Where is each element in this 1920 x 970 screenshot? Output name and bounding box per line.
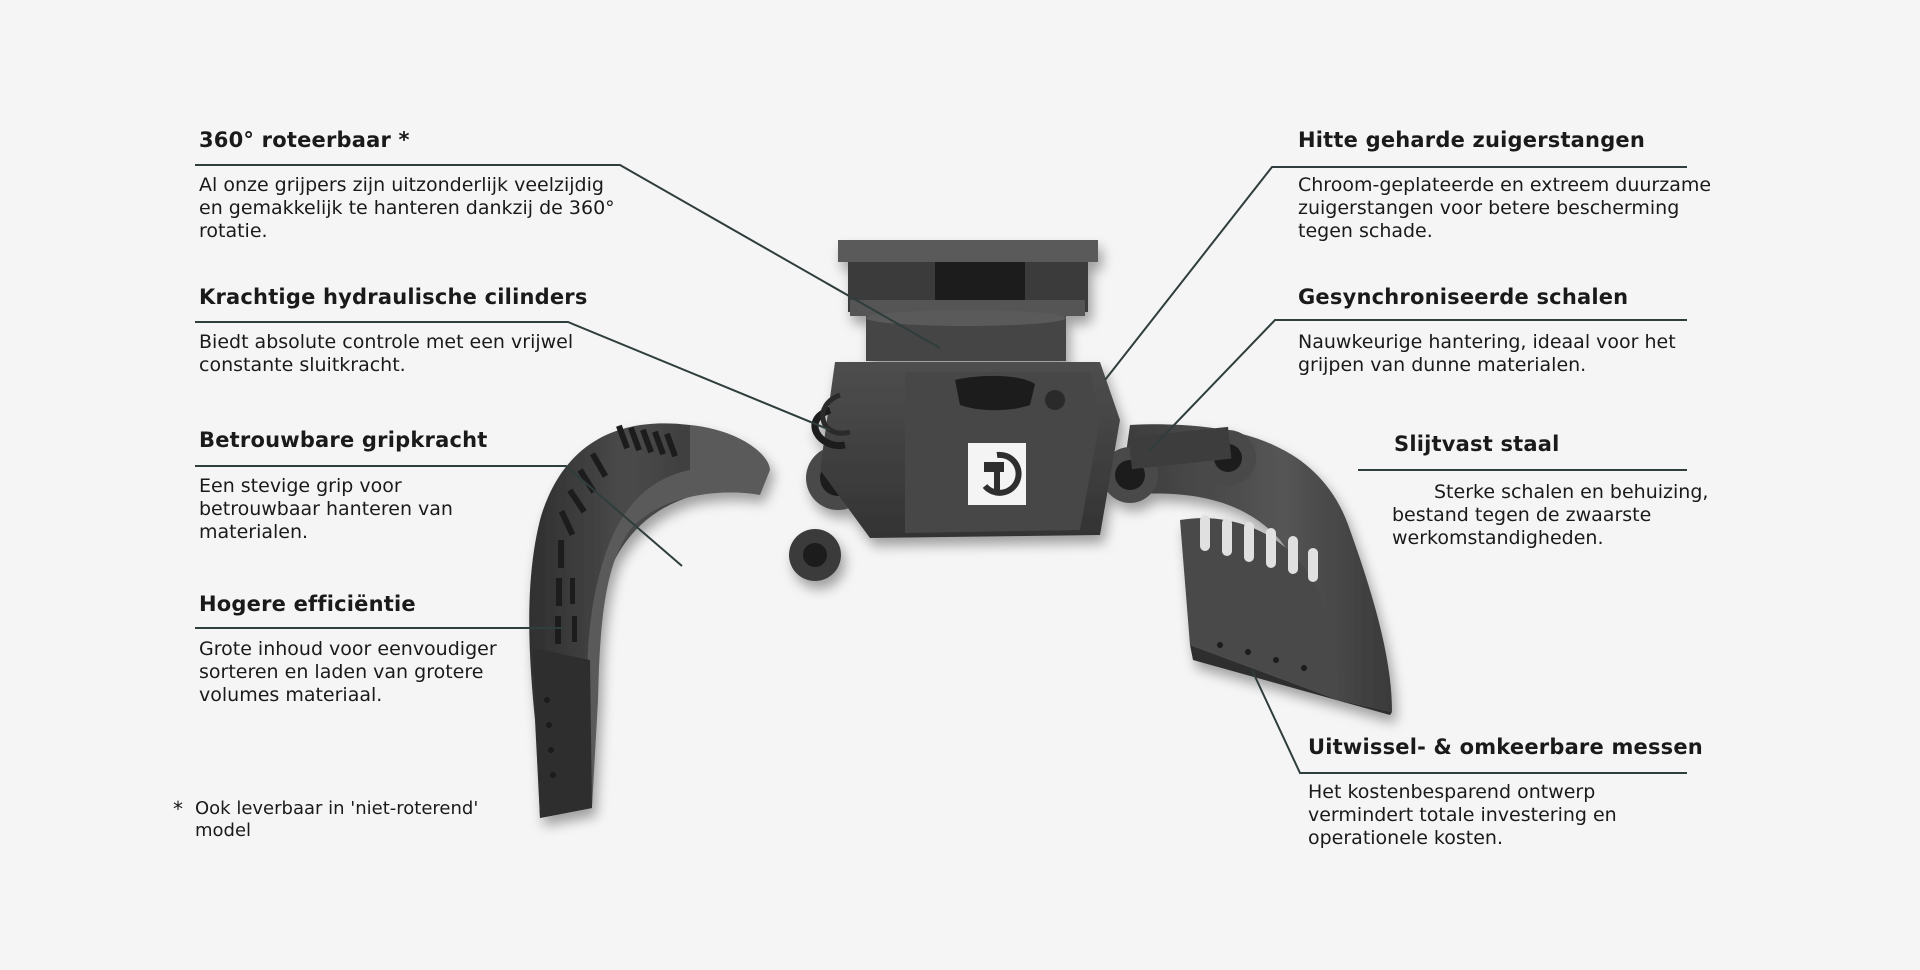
feature-body: Al onze grijpers zijn uitzonderlijk veel… — [199, 174, 615, 242]
feature-body: Chroom-geplateerde en extreem duurzame z… — [1298, 174, 1712, 242]
central-housing — [811, 240, 1120, 538]
feature-title: Uitwissel- & omkeerbare messen — [1308, 735, 1703, 759]
left-shell — [529, 423, 870, 818]
feature-body: Grote inhoud voor eenvoudiger sorteren e… — [199, 638, 497, 706]
feature-title: Hitte geharde zuigerstangen — [1298, 128, 1646, 152]
feature-body: Biedt absolute controle met een vrijwel … — [199, 331, 574, 376]
feature-body: Sterke schalen en behuizing, bestand teg… — [1392, 481, 1709, 549]
feature-synchronised-shells: Gesynchroniseerde schalen Nauwkeurige ha… — [1298, 283, 1708, 377]
feature-wear-steel-body: Sterke schalen en behuizing, bestand teg… — [1392, 481, 1752, 550]
feature-body: Het kostenbesparend ontwerp vermindert t… — [1308, 781, 1617, 849]
feature-title: Betrouwbare gripkracht — [199, 428, 488, 452]
feature-grip: Betrouwbare gripkracht Een stevige grip … — [199, 426, 519, 544]
feature-body: Nauwkeurige hantering, ideaal voor het g… — [1298, 331, 1676, 376]
feature-body: Een stevige grip voor betrouwbaar hanter… — [199, 475, 453, 543]
brand-logo-mark-icon — [968, 443, 1026, 505]
footnote-asterisk: * — [173, 797, 183, 821]
right-shell — [1102, 424, 1392, 715]
feature-title: Slijtvast staal — [1394, 432, 1560, 456]
feature-title: 360° roteerbaar * — [199, 128, 410, 152]
feature-title: Gesynchroniseerde schalen — [1298, 285, 1629, 309]
feature-title: Krachtige hydraulische cilinders — [199, 285, 588, 309]
feature-efficiency: Hogere efficiëntie Grote inhoud voor een… — [199, 590, 499, 707]
feature-rotation: 360° roteerbaar * Al onze grijpers zijn … — [199, 126, 619, 243]
feature-piston-rods: Hitte geharde zuigerstangen Chroom-gepla… — [1298, 126, 1718, 243]
footnote-text: Ook leverbaar in 'niet-roterend' model — [195, 798, 479, 841]
feature-cylinders: Krachtige hydraulische cilinders Biedt a… — [199, 283, 599, 377]
leader-lines — [195, 164, 1687, 774]
feature-title: Hogere efficiëntie — [199, 592, 416, 616]
feature-wear-steel: Slijtvast staal — [1394, 430, 1734, 458]
feature-blades: Uitwissel- & omkeerbare messen Het koste… — [1308, 733, 1728, 850]
